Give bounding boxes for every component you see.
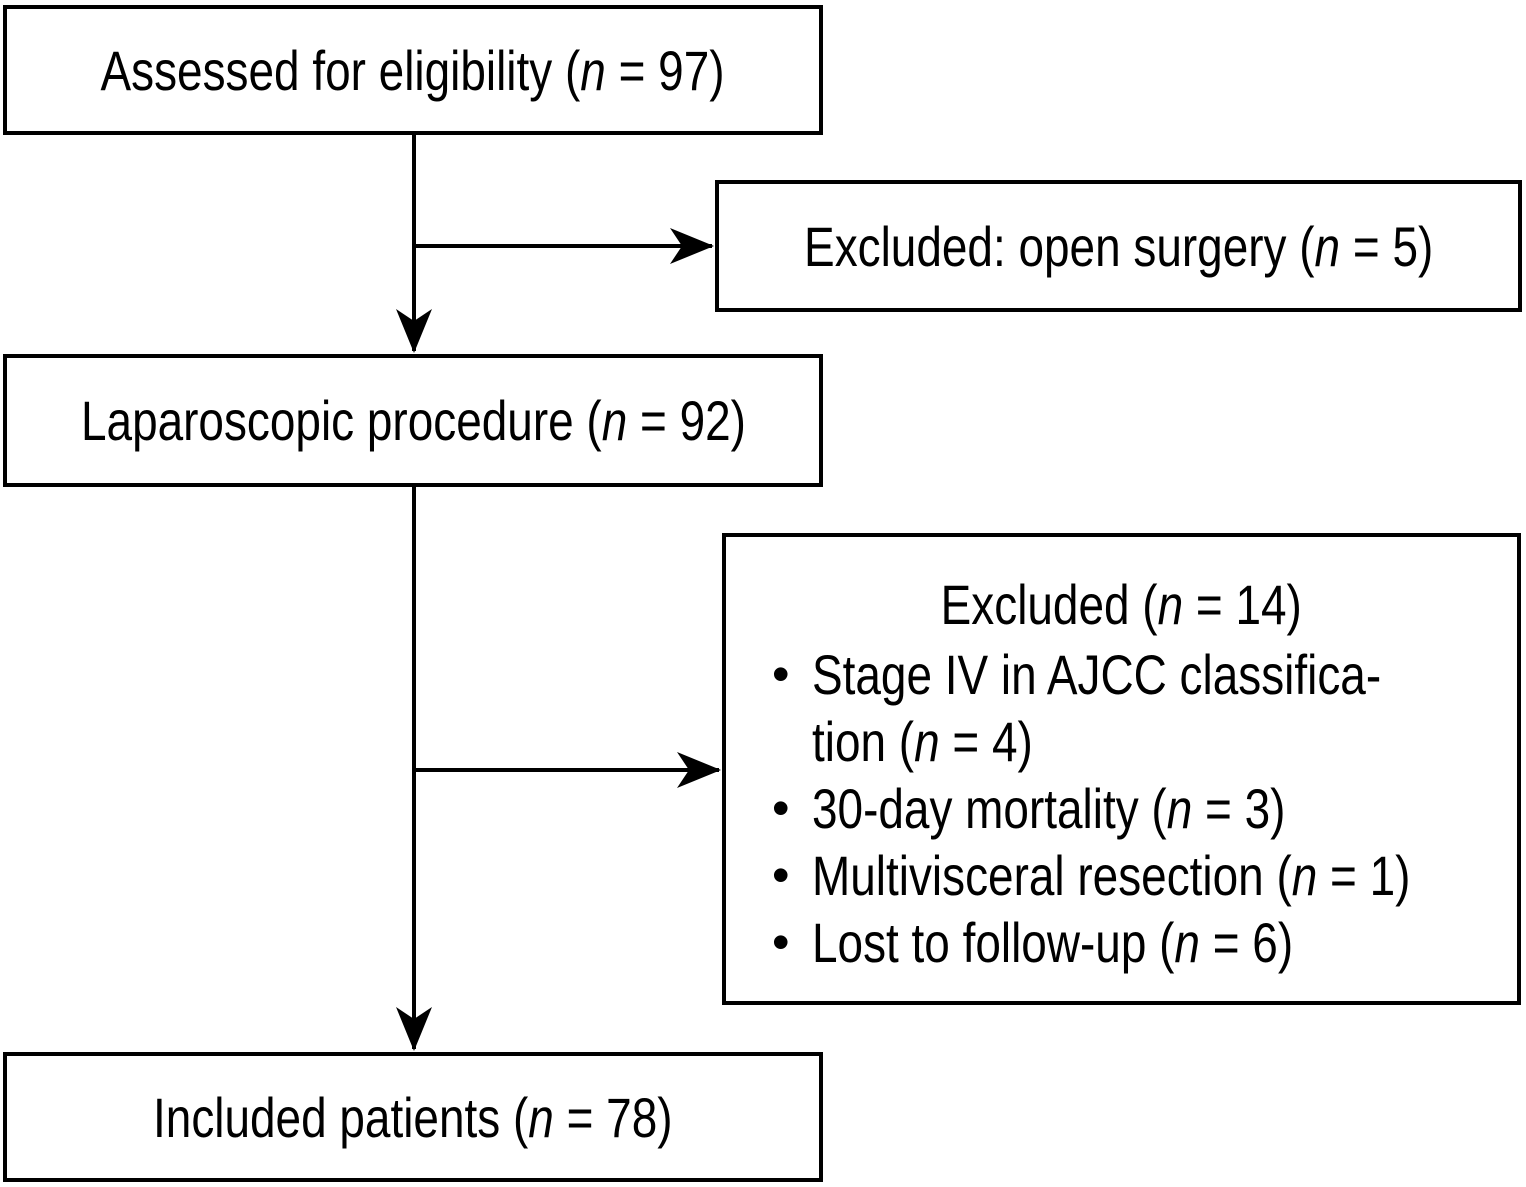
excluded-detail-title: Excluded (n = 14)	[940, 573, 1303, 636]
excluded-item-line: Lost to follow-up (n = 6)	[812, 911, 1294, 974]
assessed-label: Assessed for eligibility (n = 97)	[100, 38, 726, 102]
excluded-open-label: Excluded: open surgery (n = 5)	[803, 214, 1434, 278]
excluded-item-line: Multivisceral resection (n = 1)	[812, 844, 1411, 907]
bullet-icon: •	[772, 646, 790, 702]
bullet-icon: •	[772, 914, 790, 970]
box-excluded-open-surgery: Excluded: open surgery (n = 5)	[715, 180, 1522, 312]
excluded-item-line: Stage IV in AJCC classifica-	[812, 643, 1382, 706]
included-label: Included patients (n = 78)	[153, 1085, 673, 1149]
excluded-item-line: tion (n = 4)	[812, 710, 1033, 773]
box-assessed-for-eligibility: Assessed for eligibility (n = 97)	[3, 5, 823, 135]
excluded-item-lost-to-follow-up: • Lost to follow-up (n = 6)	[772, 909, 1495, 976]
excluded-reasons-list: • Stage IV in AJCC classifica- tion (n =…	[748, 641, 1495, 976]
box-laparoscopic-procedure: Laparoscopic procedure (n = 92)	[3, 354, 823, 487]
bullet-icon: •	[772, 780, 790, 836]
laparoscopic-label: Laparoscopic procedure (n = 92)	[80, 389, 746, 452]
excluded-item-line: 30-day mortality (n = 3)	[812, 777, 1286, 840]
excluded-item-30-day-mortality: • 30-day mortality (n = 3)	[772, 775, 1495, 842]
box-included-patients: Included patients (n = 78)	[3, 1052, 823, 1182]
box-excluded-detail: Excluded (n = 14) • Stage IV in AJCC cla…	[722, 533, 1521, 1005]
excluded-item-stage-iv: • Stage IV in AJCC classifica- tion (n =…	[772, 641, 1495, 775]
excluded-item-multivisceral-resection: • Multivisceral resection (n = 1)	[772, 842, 1495, 909]
bullet-icon: •	[772, 847, 790, 903]
